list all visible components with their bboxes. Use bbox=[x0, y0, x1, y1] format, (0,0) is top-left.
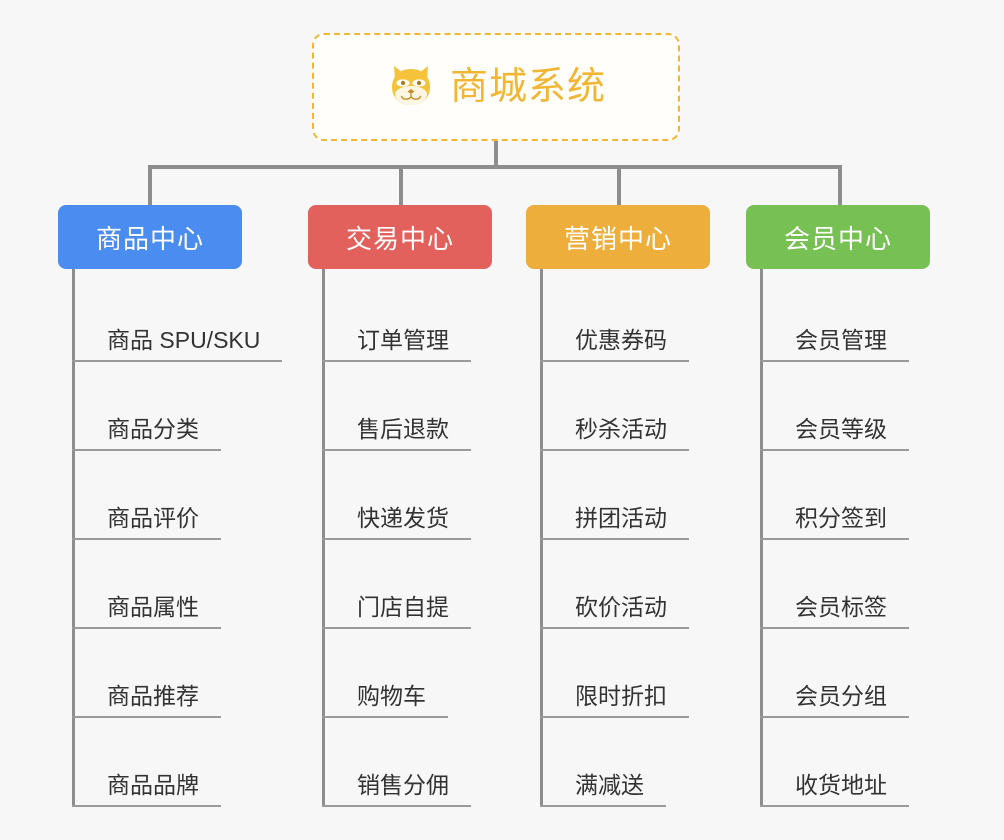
list-item-label: 门店自提 bbox=[357, 593, 449, 620]
list-item-label: 销售分佣 bbox=[357, 771, 449, 798]
connector-drop-1 bbox=[148, 165, 152, 205]
list-item[interactable]: 会员标签 bbox=[746, 540, 930, 629]
list-item-label: 售后退款 bbox=[357, 415, 449, 442]
list-item[interactable]: 快递发货 bbox=[308, 451, 492, 540]
list-item[interactable]: 销售分佣 bbox=[308, 718, 492, 807]
list-item-label: 会员分组 bbox=[795, 682, 887, 709]
list-item[interactable]: 积分签到 bbox=[746, 451, 930, 540]
list-item[interactable]: 售后退款 bbox=[308, 362, 492, 451]
list-item-label: 订单管理 bbox=[357, 326, 449, 353]
list-item[interactable]: 商品属性 bbox=[58, 540, 282, 629]
list-item[interactable]: 商品推荐 bbox=[58, 629, 282, 718]
list-item[interactable]: 购物车 bbox=[308, 629, 492, 718]
list-item-label: 商品评价 bbox=[107, 504, 199, 531]
list-item[interactable]: 商品评价 bbox=[58, 451, 282, 540]
connector-drop-3 bbox=[617, 165, 621, 205]
list-item-label: 秒杀活动 bbox=[575, 415, 667, 442]
shiba-dog-icon bbox=[386, 60, 436, 115]
list-item-label: 限时折扣 bbox=[575, 682, 667, 709]
connector-drop-4 bbox=[838, 165, 842, 205]
list-item-label: 商品 SPU/SKU bbox=[107, 326, 261, 353]
root-node[interactable]: 商城系统 bbox=[312, 33, 680, 141]
branch-body-member-center: 会员管理 会员等级 积分签到 会员标签 会员分组 收货地址 bbox=[746, 269, 930, 807]
connector-drop-2 bbox=[399, 165, 403, 205]
list-item-label: 会员标签 bbox=[795, 593, 887, 620]
list-item[interactable]: 砍价活动 bbox=[526, 540, 710, 629]
branch-header-member-center[interactable]: 会员中心 bbox=[746, 205, 930, 269]
list-item-label: 会员等级 bbox=[795, 415, 887, 442]
root-title: 商城系统 bbox=[449, 66, 606, 108]
list-item[interactable]: 满减送 bbox=[526, 718, 710, 807]
branch-trade-center: 交易中心 订单管理 售后退款 快递发货 门店自提 购物车 销售分佣 bbox=[308, 205, 492, 807]
branch-body-trade-center: 订单管理 售后退款 快递发货 门店自提 购物车 销售分佣 bbox=[308, 269, 492, 807]
list-item-label: 会员管理 bbox=[795, 326, 887, 353]
list-item[interactable]: 门店自提 bbox=[308, 540, 492, 629]
list-item[interactable]: 订单管理 bbox=[308, 273, 492, 362]
list-item-label: 砍价活动 bbox=[575, 593, 667, 620]
list-item-label: 商品品牌 bbox=[107, 771, 199, 798]
connector-horizontal-bus bbox=[148, 165, 842, 169]
branch-body-product-center: 商品 SPU/SKU 商品分类 商品评价 商品属性 商品推荐 商品品牌 bbox=[58, 269, 283, 807]
list-item[interactable]: 会员等级 bbox=[746, 362, 930, 451]
list-item[interactable]: 限时折扣 bbox=[526, 629, 710, 718]
branch-marketing-center: 营销中心 优惠券码 秒杀活动 拼团活动 砍价活动 限时折扣 满减送 bbox=[526, 205, 710, 807]
list-item[interactable]: 会员分组 bbox=[746, 629, 930, 718]
branch-body-marketing-center: 优惠券码 秒杀活动 拼团活动 砍价活动 限时折扣 满减送 bbox=[526, 269, 710, 807]
list-item[interactable]: 会员管理 bbox=[746, 273, 930, 362]
list-item-label: 商品属性 bbox=[107, 593, 199, 620]
list-item[interactable]: 秒杀活动 bbox=[526, 362, 710, 451]
branch-product-center: 商品中心 商品 SPU/SKU 商品分类 商品评价 商品属性 商品推荐 商品品牌 bbox=[58, 205, 283, 807]
connector-root-stem bbox=[494, 141, 498, 168]
branch-member-center: 会员中心 会员管理 会员等级 积分签到 会员标签 会员分组 收货地址 bbox=[746, 205, 930, 807]
branch-header-trade-center[interactable]: 交易中心 bbox=[308, 205, 492, 269]
list-item-label: 拼团活动 bbox=[575, 504, 667, 531]
list-item[interactable]: 优惠券码 bbox=[526, 273, 710, 362]
list-item-label: 满减送 bbox=[575, 771, 644, 798]
list-item-label: 购物车 bbox=[357, 682, 426, 709]
list-item[interactable]: 商品 SPU/SKU bbox=[58, 273, 283, 362]
list-item[interactable]: 拼团活动 bbox=[526, 451, 710, 540]
list-item-label: 快递发货 bbox=[357, 504, 449, 531]
list-item[interactable]: 收货地址 bbox=[746, 718, 930, 807]
branch-header-product-center[interactable]: 商品中心 bbox=[58, 205, 242, 269]
list-item-label: 优惠券码 bbox=[575, 326, 667, 353]
branch-header-marketing-center[interactable]: 营销中心 bbox=[526, 205, 710, 269]
list-item-label: 收货地址 bbox=[795, 771, 887, 798]
list-item[interactable]: 商品分类 bbox=[58, 362, 282, 451]
list-item-label: 商品推荐 bbox=[107, 682, 199, 709]
list-item-label: 积分签到 bbox=[795, 504, 887, 531]
list-item-label: 商品分类 bbox=[107, 415, 199, 442]
list-item[interactable]: 商品品牌 bbox=[58, 718, 282, 807]
